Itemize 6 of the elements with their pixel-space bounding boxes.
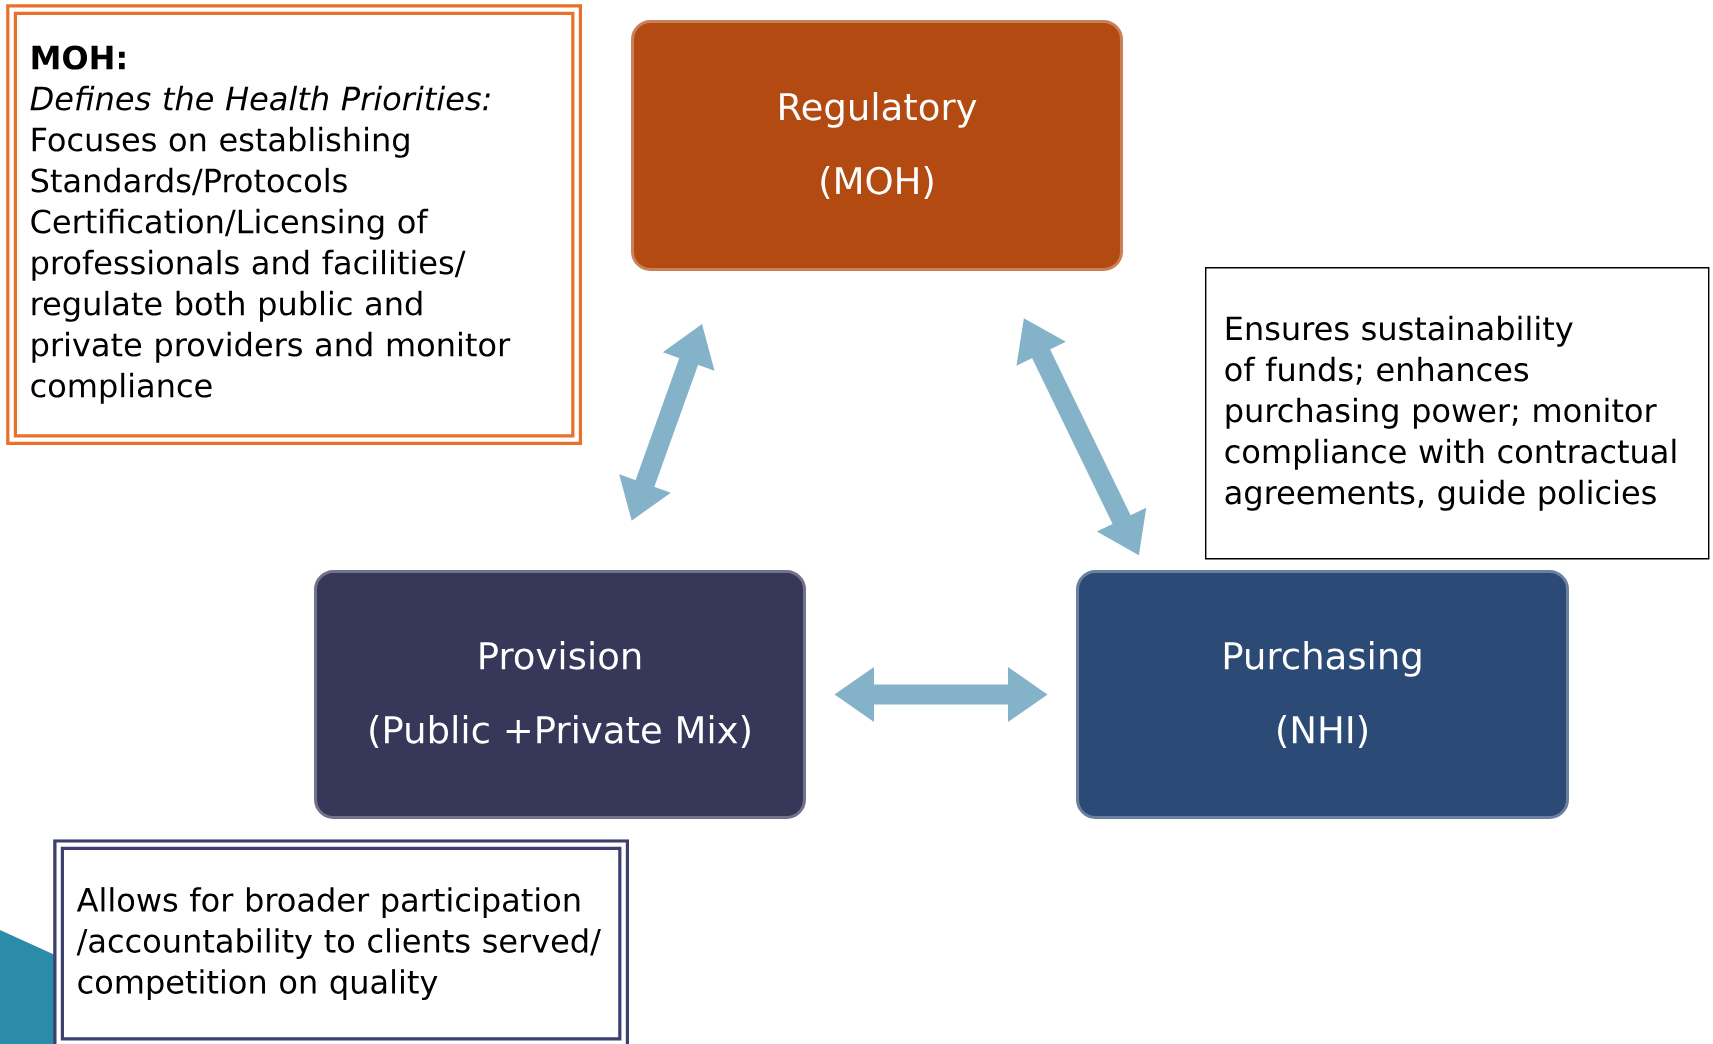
text-box: Allows for broader participation /accountability to clients served/ competition on quality xyxy=(53,839,629,1044)
text-box: MOH: Defines the Health Priorities: Focuses on establishing Standards/Protocols Certification/Licensing of professionals and facilities/ regulate both public and private providers and monitor compliance xyxy=(6,4,582,445)
process-box: Regulatory (MOH) xyxy=(631,20,1123,271)
process-box: Provision (Public +Private Mix) xyxy=(314,570,806,819)
text-box: Ensures sustainability of funds; enhances purchasing power; monitor compliance with contractual agreements, guide policies xyxy=(1205,267,1710,560)
process-box: Purchasing (NHI) xyxy=(1076,570,1569,819)
